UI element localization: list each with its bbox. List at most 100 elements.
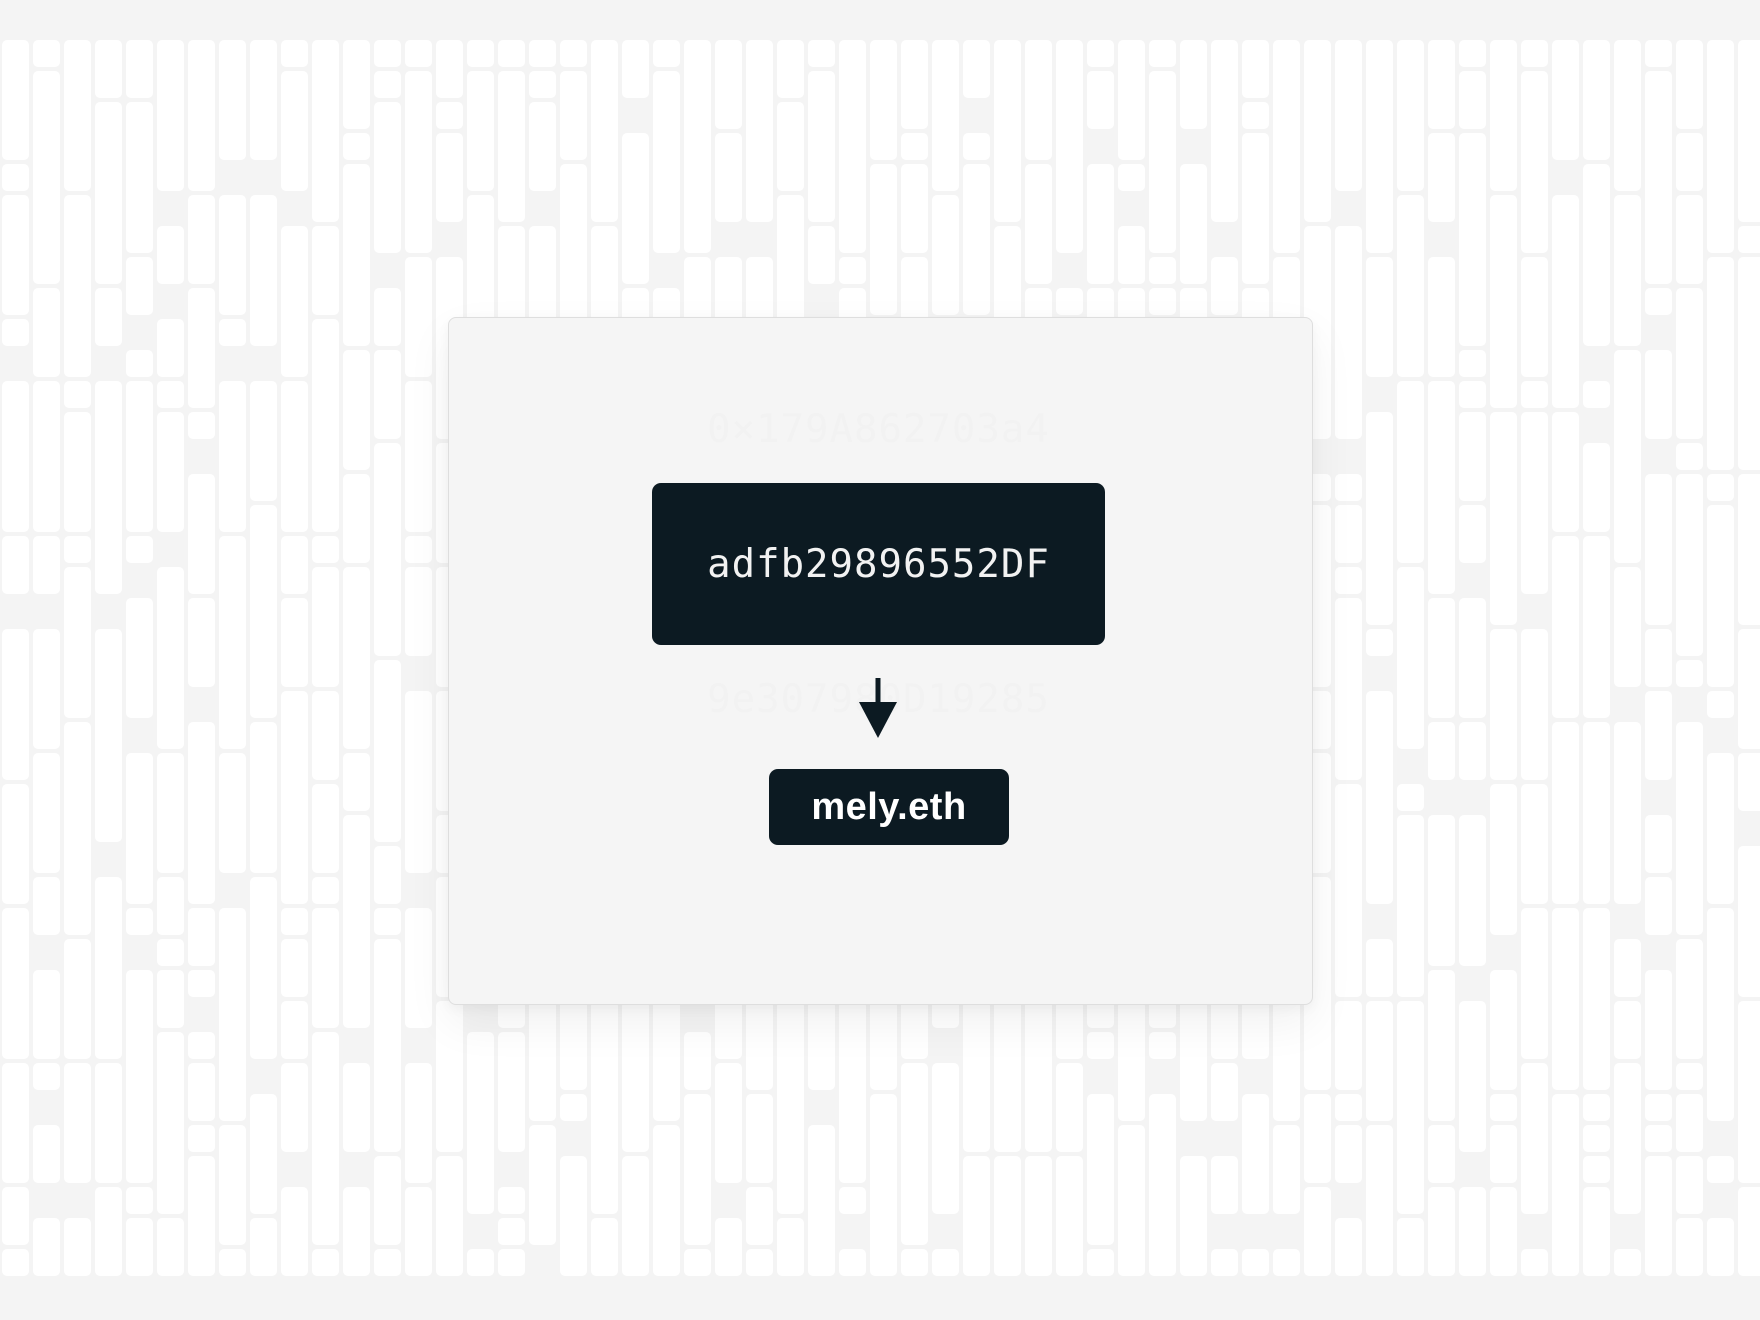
background-bar	[1676, 443, 1703, 470]
background-bar	[1738, 1187, 1760, 1276]
background-bar	[281, 381, 308, 532]
background-bar	[250, 1094, 277, 1214]
background-bar	[157, 939, 184, 966]
background-bar	[1335, 567, 1362, 594]
background-bar	[157, 567, 184, 749]
background-bar	[1366, 40, 1393, 253]
background-bar	[1335, 474, 1362, 501]
background-bar	[1459, 350, 1486, 377]
background-bar	[1490, 1094, 1517, 1121]
background-bar	[1335, 598, 1362, 780]
background-bar	[1056, 40, 1083, 253]
background-bar	[374, 1249, 401, 1276]
background-bar	[219, 908, 246, 1121]
background-bar	[436, 1001, 463, 1152]
background-bar	[715, 133, 742, 222]
background-bar	[1614, 195, 1641, 346]
background-bar	[932, 195, 959, 315]
background-bar	[219, 381, 246, 532]
background-bar	[157, 753, 184, 873]
background-bar	[95, 40, 122, 98]
background-bar	[498, 1032, 525, 1152]
background-bar	[932, 1063, 959, 1214]
background-bar	[1614, 1249, 1641, 1276]
background-bar	[1645, 691, 1672, 780]
background-bar	[715, 1063, 742, 1183]
background-bar	[808, 1001, 835, 1090]
background-bar	[188, 1125, 215, 1152]
background-bar	[1335, 784, 1362, 997]
background-bar	[839, 1001, 866, 1183]
background-bar	[1242, 1094, 1269, 1214]
background-bar	[901, 164, 928, 253]
background-bar	[1211, 40, 1238, 222]
background-bar	[1707, 505, 1734, 687]
background-bar	[281, 939, 308, 997]
background-bar	[622, 133, 649, 284]
background-bar	[1459, 815, 1486, 966]
background-bar	[312, 1032, 339, 1245]
background-bar	[312, 908, 339, 1028]
background-bar	[1335, 40, 1362, 191]
background-bar	[343, 1063, 370, 1152]
background-bar	[1149, 40, 1176, 67]
background-bar	[591, 1001, 618, 1214]
background-bar	[1428, 598, 1455, 718]
background-bar	[1180, 164, 1207, 284]
ens-name: mely.eth	[811, 785, 967, 828]
background-bar	[95, 1063, 122, 1183]
background-bar	[1335, 1094, 1362, 1121]
background-bar	[1025, 40, 1052, 160]
background-bar	[1645, 1094, 1672, 1121]
background-bar	[1366, 691, 1393, 904]
background-bar	[746, 1094, 773, 1183]
background-bar	[1645, 350, 1672, 439]
background-bar	[1335, 1001, 1362, 1090]
background-bar	[436, 102, 463, 129]
background-bar	[33, 753, 60, 873]
background-bar	[1676, 195, 1703, 284]
background-bar	[1397, 784, 1424, 811]
background-bar	[250, 381, 277, 501]
background-bar	[498, 1187, 525, 1214]
background-bar	[312, 226, 339, 315]
background-bar	[715, 1218, 742, 1276]
background-bar	[374, 350, 401, 439]
background-bar	[529, 102, 556, 191]
background-bar	[1645, 71, 1672, 284]
background-bar	[1583, 164, 1610, 346]
background-bar	[498, 71, 525, 222]
background-bar	[839, 1249, 866, 1276]
background-bar	[250, 40, 277, 160]
background-bar	[281, 691, 308, 904]
background-bar	[374, 1156, 401, 1245]
arrow-down-icon	[859, 678, 897, 738]
background-bar	[250, 1218, 277, 1276]
background-bar	[1118, 40, 1145, 160]
background-bar	[653, 71, 680, 253]
background-bar	[1087, 1094, 1114, 1245]
background-bar	[1707, 1218, 1734, 1276]
background-bar	[64, 567, 91, 718]
background-bar	[281, 1187, 308, 1276]
background-bar	[374, 71, 401, 98]
background-bar	[963, 1156, 990, 1276]
background-bar	[1676, 1063, 1703, 1090]
background-bar	[1149, 71, 1176, 253]
background-bar	[498, 40, 525, 67]
background-bar	[2, 629, 29, 780]
background-bar	[1025, 164, 1052, 284]
background-bar	[1397, 567, 1424, 749]
background-bar	[157, 970, 184, 1028]
background-bar	[312, 319, 339, 532]
background-bar	[1490, 1125, 1517, 1183]
background-bar	[1149, 1032, 1176, 1059]
background-bar	[1459, 412, 1486, 501]
wallet-address-box: 0×179A862703a4 adfb29896552DF 9e307980D1…	[652, 407, 1105, 722]
background-bar	[64, 381, 91, 408]
background-bar	[374, 660, 401, 842]
background-bar	[33, 1063, 60, 1090]
background-bar	[188, 908, 215, 966]
background-bar	[126, 102, 153, 253]
background-bar	[1521, 1249, 1548, 1276]
